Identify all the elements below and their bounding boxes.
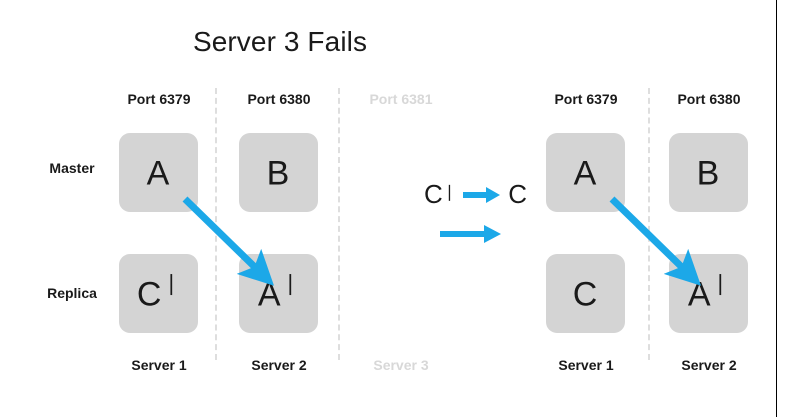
server-label-after-1: Server 1 (558, 357, 614, 373)
server-label-before-2: Server 2 (251, 357, 307, 373)
port-label-before-2: Port 6380 (247, 91, 311, 107)
node-prime: ❘ (162, 271, 181, 295)
node-letter: A (146, 154, 170, 193)
node-after-master-2[interactable]: B (669, 133, 748, 212)
legend-promotion: C❘ C (424, 179, 527, 210)
legend-from-prime: ❘ (442, 183, 457, 201)
server-label-before-3: Server 3 (373, 357, 429, 373)
server-label-before-1: Server 1 (131, 357, 187, 373)
node-letter: B (696, 154, 720, 193)
port-label-after-2: Port 6380 (677, 91, 741, 107)
port-label-before-1: Port 6379 (127, 91, 191, 107)
node-before-replica-1[interactable]: C❘ (119, 254, 198, 333)
node-letter: C (136, 275, 162, 314)
node-letter: A (257, 275, 281, 314)
server-label-after-2: Server 2 (681, 357, 737, 373)
port-label-before-3: Port 6381 (369, 91, 433, 107)
node-letter: B (266, 154, 290, 193)
legend-second-arrow (440, 224, 502, 249)
right-arrow-icon (440, 225, 502, 248)
node-before-master-1[interactable]: A (119, 133, 198, 212)
column-divider-2 (338, 88, 340, 360)
node-letter: A (687, 275, 711, 314)
column-divider-3 (648, 88, 650, 360)
node-after-master-1[interactable]: A (546, 133, 625, 212)
slide-right-edge (776, 0, 777, 417)
node-letter: C (572, 275, 598, 314)
node-before-replica-2[interactable]: A❘ (239, 254, 318, 333)
node-prime: ❘ (281, 271, 300, 295)
port-label-after-1: Port 6379 (554, 91, 618, 107)
node-after-replica-1[interactable]: C (546, 254, 625, 333)
right-arrow-icon (463, 186, 501, 204)
node-after-replica-2[interactable]: A❘ (669, 254, 748, 333)
legend-to-label: C (508, 179, 527, 209)
node-letter: A (573, 154, 597, 193)
row-label-replica: Replica (47, 285, 97, 301)
row-label-master: Master (49, 160, 95, 176)
column-divider-1 (215, 88, 217, 360)
page-title: Server 3 Fails (192, 26, 368, 57)
node-before-master-2[interactable]: B (239, 133, 318, 212)
legend-from-label: C (424, 179, 443, 209)
node-prime: ❘ (711, 271, 730, 295)
